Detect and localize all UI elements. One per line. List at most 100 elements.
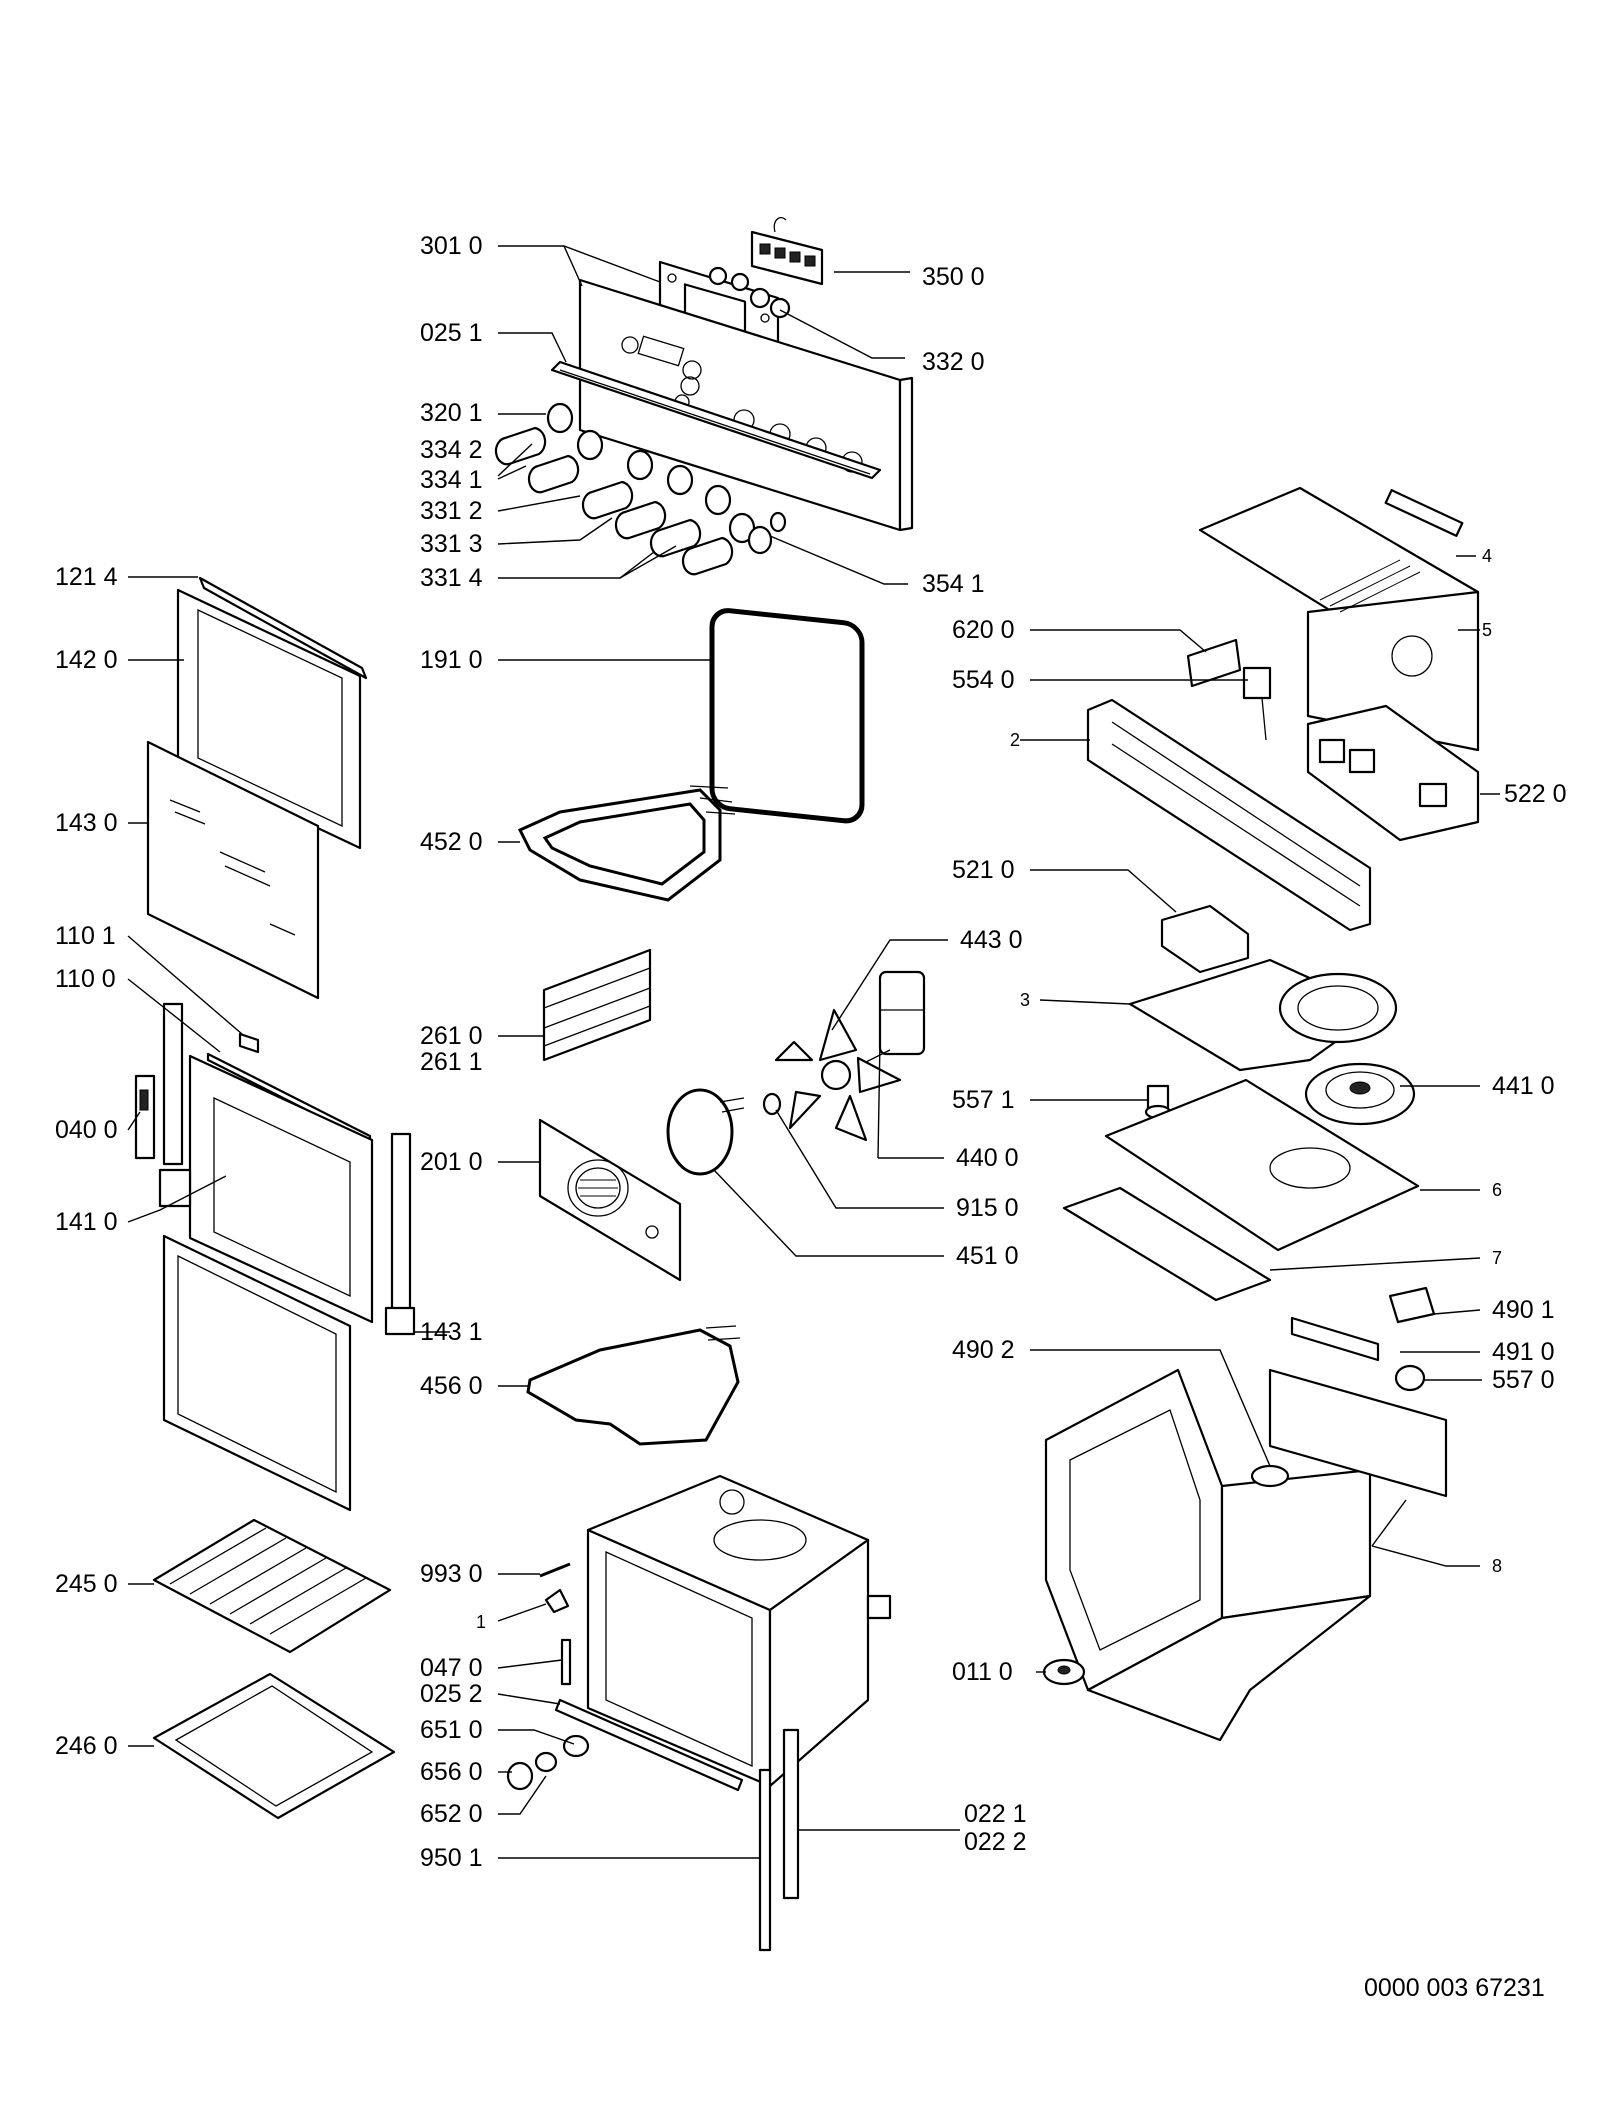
part-025-2-lower-trim [554, 1698, 744, 1792]
label-331-3: 331 3 [420, 530, 483, 558]
label-557-1: 557 1 [952, 1086, 1015, 1114]
part-022-side-rail [782, 1728, 800, 1900]
label-3: 3 [1020, 990, 1030, 1010]
label-491-0: 491 0 [1492, 1338, 1555, 1366]
label-201-0: 201 0 [420, 1148, 483, 1176]
label-191-0: 191 0 [420, 646, 483, 674]
part-011-0-foot [1042, 1658, 1086, 1686]
part-6-air-plate [1104, 1078, 1420, 1252]
part-441-0-cooling-fan [1304, 1062, 1416, 1126]
label-950-1: 950 1 [420, 1844, 483, 1872]
part-452-0-grill-element [517, 785, 736, 902]
label-040-0: 040 0 [55, 1116, 118, 1144]
part-246-0-baking-tray [152, 1672, 396, 1820]
part-332-0-switches [708, 266, 791, 319]
part-2-front-frame [1086, 698, 1372, 932]
label-440-0: 440 0 [956, 1144, 1019, 1172]
part-557-0-thermostat [1394, 1364, 1426, 1392]
label-452-0: 452 0 [420, 828, 483, 856]
label-441-0: 441 0 [1492, 1072, 1555, 1100]
label-022-1: 022 1 [964, 1800, 1027, 1828]
part-451-0-ring-element [666, 1088, 745, 1176]
part-620-0-terminal-block [1186, 638, 1242, 688]
part-7-air-deflector [1062, 1186, 1272, 1302]
part-110-1-hinge-clip [238, 1032, 260, 1054]
part-261-0-side-runners [542, 948, 652, 1062]
part-651-0-lamp [506, 1734, 590, 1791]
part-491-0-terminal-strip [1290, 1316, 1380, 1362]
label-354-1: 354 1 [922, 570, 985, 598]
part-143-0-inner-glass [146, 740, 320, 1000]
label-557-0: 557 0 [1492, 1366, 1555, 1394]
part-350-0-electronic-module [750, 217, 824, 286]
label-246-0: 246 0 [55, 1732, 118, 1760]
label-142-0: 142 0 [55, 646, 118, 674]
label-143-1: 143 1 [420, 1318, 483, 1346]
label-522-0: 522 0 [1504, 780, 1567, 808]
label-6: 6 [1492, 1180, 1502, 1200]
part-554-0-thermostat [1242, 666, 1272, 741]
label-025-2: 025 2 [420, 1680, 483, 1708]
part-950-1-seal [758, 1768, 772, 1952]
part-3-fan-duct [1128, 958, 1398, 1072]
part-993-0-screw [539, 1562, 571, 1578]
part-025-1-trim-strip [550, 360, 882, 480]
part-201-0-rear-panel [538, 1118, 682, 1282]
part-121-4-door-top-profile [198, 576, 368, 680]
label-331-4: 331 4 [420, 564, 483, 592]
label-022-2: 022 2 [964, 1828, 1027, 1856]
label-110-0: 110 0 [55, 965, 116, 993]
part-443-0-fan-motor [859, 970, 926, 1066]
label-490-1: 490 1 [1492, 1296, 1555, 1324]
label-047-0: 047 0 [420, 1654, 483, 1682]
label-443-0: 443 0 [960, 926, 1023, 954]
label-4: 4 [1482, 546, 1492, 566]
label-261-0: 261 0 [420, 1022, 483, 1050]
label-334-2: 334 2 [420, 436, 483, 464]
part-191-0-door-seal [709, 608, 865, 824]
label-651-0: 651 0 [420, 1716, 483, 1744]
label-521-0: 521 0 [952, 856, 1015, 884]
part-8-outer-housing [1044, 1368, 1448, 1742]
document-number: 0000 003 67231 [1364, 1974, 1545, 2002]
leader-lines [127, 245, 1500, 1859]
part-knobs [494, 402, 787, 576]
part-490-1-switch [1388, 1286, 1436, 1324]
callout-labels: 301 0 350 0 332 0 025 1 320 1 334 2 334 … [55, 232, 1567, 2002]
label-2: 2 [1010, 730, 1020, 750]
label-8: 8 [1492, 1556, 1502, 1576]
label-5: 5 [1482, 620, 1492, 640]
part-522-0-relay-board [1306, 704, 1480, 842]
label-456-0: 456 0 [420, 1372, 483, 1400]
label-334-1: 334 1 [420, 466, 483, 494]
part-040-0-hinge [134, 1002, 184, 1166]
label-143-0: 143 0 [55, 809, 118, 837]
label-993-0: 993 0 [420, 1560, 483, 1588]
label-350-0: 350 0 [922, 263, 985, 291]
part-4-top-cover [1198, 486, 1480, 752]
label-301-0: 301 0 [420, 232, 483, 260]
label-656-0: 656 0 [420, 1758, 483, 1786]
part-245-0-wire-shelf [152, 1518, 392, 1654]
label-245-0: 245 0 [55, 1570, 118, 1598]
label-025-1: 025 1 [420, 319, 483, 347]
part-521-0-connector [1160, 904, 1250, 974]
label-332-0: 332 0 [922, 348, 985, 376]
label-121-4: 121 4 [55, 563, 118, 591]
label-1: 1 [476, 1612, 486, 1632]
label-915-0: 915 0 [956, 1194, 1019, 1222]
label-331-2: 331 2 [420, 497, 483, 525]
label-320-1: 320 1 [420, 399, 483, 427]
label-011-0: 011 0 [952, 1658, 1013, 1686]
part-141-0-door-frame [158, 1054, 416, 1512]
label-620-0: 620 0 [952, 616, 1015, 644]
label-261-1: 261 1 [420, 1048, 483, 1076]
label-110-1: 110 1 [55, 922, 116, 950]
label-7: 7 [1492, 1248, 1502, 1268]
label-554-0: 554 0 [952, 666, 1015, 694]
part-456-0-lower-heating-element [526, 1325, 741, 1446]
part-047-0-strip [560, 1638, 572, 1686]
label-490-2: 490 2 [952, 1336, 1015, 1364]
part-1-bracket [544, 1588, 570, 1614]
